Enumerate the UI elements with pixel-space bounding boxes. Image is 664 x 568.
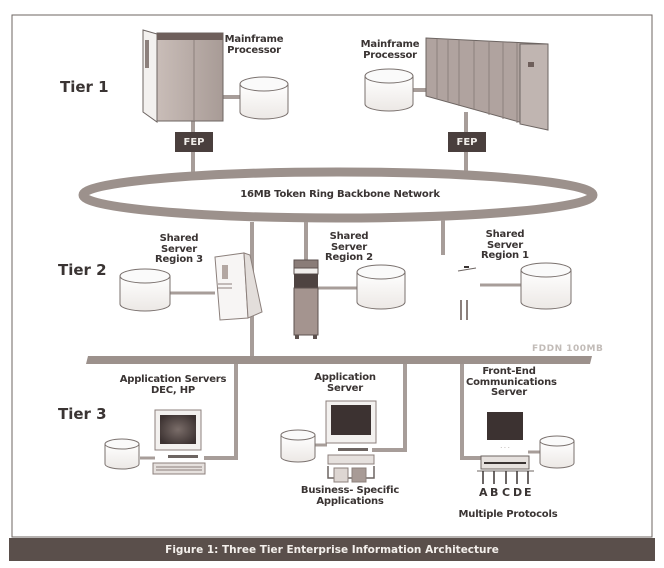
business-apps-label: Business- Specific Applications [300,485,400,507]
disk-icon [119,268,171,312]
disk-icon [364,68,414,112]
mainframe-left-label: Mainframe Processor [224,34,284,56]
disk-icon [280,429,316,463]
backbone-label: 16MB Token Ring Backbone Network [240,189,440,200]
mainframe-right-label: Mainframe Processor [360,39,420,61]
tier-2-label: Tier 2 [58,261,107,279]
fep-left: FEP [175,132,213,152]
token-ring-backbone [78,167,598,223]
tier-3-label: Tier 3 [58,405,107,423]
region3-label: Shared Server Region 3 [155,233,203,265]
front-end-label: Front-End Communications Server [466,366,557,398]
fddi-bus [86,356,592,364]
region1-label: Shared Server Region 1 [481,229,529,261]
server-tower-region2-icon [293,259,319,339]
protocol-d: D [513,486,523,499]
mainframe-left-icon [142,29,224,123]
svg-text:. . .: . . . [500,443,510,450]
disk-icon [539,435,575,469]
disk-icon [104,438,140,470]
protocol-a: A [479,486,488,499]
connector-front-end [460,364,484,460]
protocols-label: Multiple Protocols [458,509,558,520]
connector-app-servers [204,364,238,460]
app-servers-label: Application Servers DEC, HP [119,374,227,396]
figure-caption: Figure 1: Three Tier Enterprise Informat… [9,538,655,561]
disk-icon [520,262,572,310]
fddi-label: FDDN 100MB [532,344,604,354]
mainframe-right-icon [425,37,549,131]
front-end-server-icon: . . . [477,412,534,484]
server-tower-region3-icon [214,252,263,321]
server-region1-icon [457,266,477,320]
protocol-e: E [524,486,532,499]
tier-1-label: Tier 1 [60,78,109,96]
region2-label: Shared Server Region 2 [325,231,373,263]
connector-app-server [372,364,407,452]
app-server-label: Application Server [314,372,376,394]
protocol-c: C [502,486,511,499]
disk-icon [356,264,406,310]
protocol-b: B [490,486,499,499]
fep-right: FEP [448,132,486,152]
workstation-app-server-icon [325,400,377,483]
figure-frame [11,14,653,538]
disk-icon [239,76,289,120]
workstation-dec-hp-icon [152,409,206,475]
